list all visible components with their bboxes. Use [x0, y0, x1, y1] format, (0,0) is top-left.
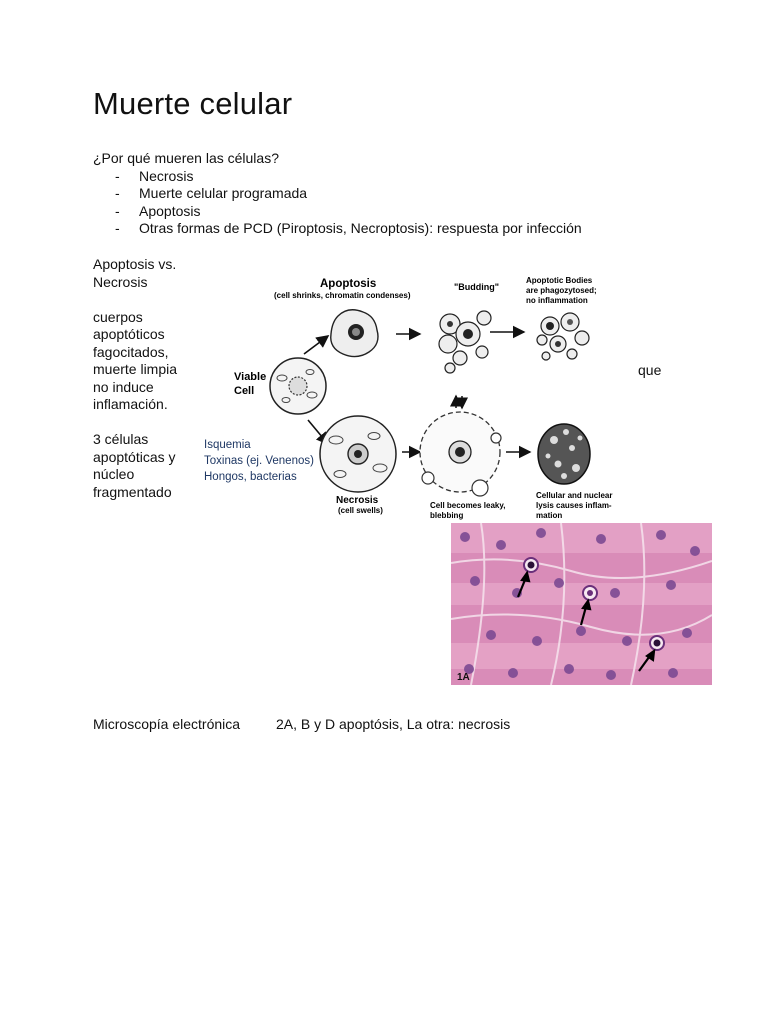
lysis-label-1: Cellular and nuclear [536, 491, 612, 500]
apoptotic-cells [523, 557, 665, 651]
footer-right: 2A, B y D apoptósis, La otra: necrosis [276, 716, 511, 732]
bodies-label-3: no inflammation [526, 296, 588, 305]
causes-section: ¿Por qué mueren las células? Necrosis Mu… [93, 150, 713, 238]
shrunken-cell [330, 309, 379, 358]
list-item: Otras formas de PCD (Piroptosis, Necropt… [93, 220, 713, 238]
footer-left: Microscopía electrónica [93, 716, 241, 732]
apoptosis-necrosis-diagram: Viable Cell Apoptosis (cell shrinks, chr… [204, 276, 612, 520]
page-title: Muerte celular [93, 86, 293, 121]
viable-label-1: Viable [234, 371, 266, 383]
bodies-label-1: Apoptotic Bodies [526, 276, 593, 285]
necrosis-subtitle: (cell swells) [338, 506, 383, 515]
side-heading: Apoptosis vs. Necrosis [93, 256, 177, 290]
apoptosis-subtitle: (cell shrinks, chromatin condenses) [274, 291, 411, 300]
lysed-cell [537, 423, 591, 485]
cause-hongos: Hongos, bacterias [204, 471, 297, 483]
que-fragment: que [638, 362, 662, 378]
micrograph-label: 1A [457, 672, 470, 683]
budding-label: "Budding" [454, 282, 499, 292]
leaky-label-2: blebbing [430, 511, 463, 520]
list-item: Necrosis [93, 168, 713, 186]
side-notes: Apoptosis vs. Necrosis cuerpos apoptótic… [93, 256, 193, 519]
necrosis-title: Necrosis [336, 495, 379, 506]
viable-cell [269, 357, 327, 415]
viable-label-2: Cell [234, 385, 254, 397]
cause-isquemia: Isquemia [204, 439, 251, 451]
bodies-label-2: are phagozytosed; [526, 286, 597, 295]
causes-list: Necrosis Muerte celular programada Apopt… [93, 168, 713, 238]
lysis-label-3: mation [536, 511, 562, 520]
arrow-to-apoptosis [303, 335, 330, 355]
apoptotic-bodies [536, 312, 590, 361]
cause-toxinas: Toxinas (ej. Venenos) [204, 455, 314, 467]
swollen-cell [319, 415, 397, 493]
apoptosis-title: Apoptosis [320, 278, 376, 290]
side-note-clean-death: cuerpos apoptóticos fagocitados, muerte … [93, 308, 178, 413]
leaky-label-1: Cell becomes leaky, [430, 501, 505, 510]
leaky-cell [419, 394, 502, 497]
budding-cell [438, 310, 492, 374]
list-item: Muerte celular programada [93, 185, 713, 203]
side-note-apoptotic-cells: 3 células apoptóticas y núcleo fragmenta… [93, 431, 176, 500]
question: ¿Por qué mueren las células? [93, 150, 279, 166]
histology-micrograph: 1A [451, 523, 712, 685]
lysis-label-2: lysis causes inflam- [536, 501, 612, 510]
list-item: Apoptosis [93, 203, 713, 221]
